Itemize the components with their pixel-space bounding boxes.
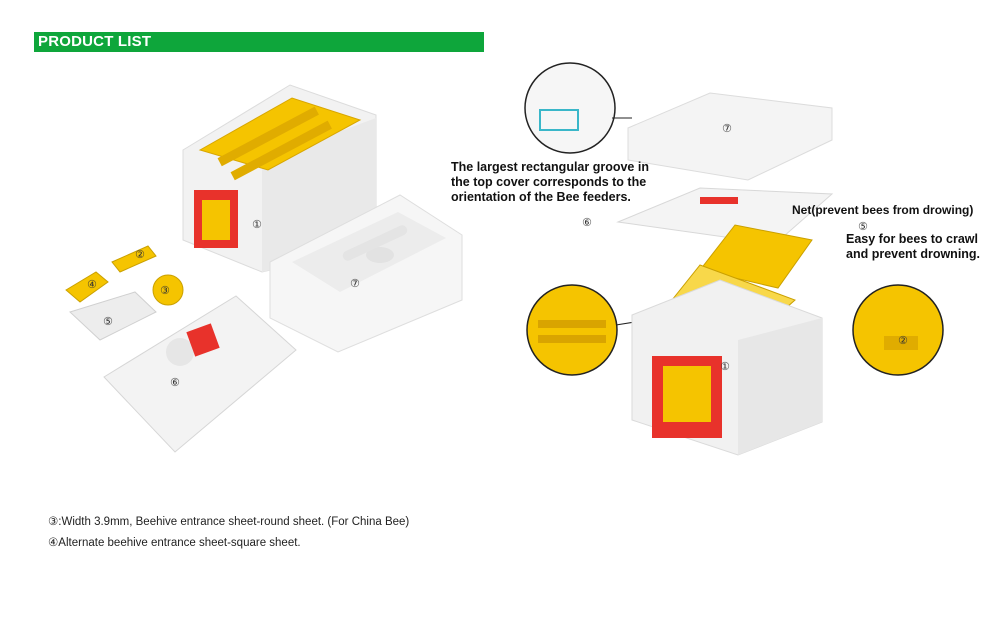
- clear-sheet-left: [103, 295, 297, 453]
- label-3-left: ③: [160, 284, 170, 297]
- label-2-left: ②: [135, 248, 145, 261]
- note-entrance-round: ③:Width 3.9mm, Beehive entrance sheet-ro…: [48, 516, 410, 528]
- section-banner: PRODUCT LIST: [34, 32, 484, 52]
- note-entrance-square: ④Alternate beehive entrance sheet-square…: [48, 537, 301, 549]
- callout-easy: Easy for bees to crawl and prevent drown…: [846, 232, 981, 261]
- label-2-right: ②: [898, 334, 908, 347]
- hive-box-right: [631, 279, 823, 456]
- zoom-circle-entrance: [852, 284, 944, 376]
- banner-title: PRODUCT LIST: [38, 33, 152, 50]
- label-7-left: ⑦: [350, 277, 360, 290]
- callout-net: Net(prevent bees from drowing): [792, 203, 974, 217]
- entrance-sheet-square-2: [111, 245, 157, 273]
- top-cover-left: [269, 194, 463, 353]
- zoom-circle-frames: [526, 284, 661, 376]
- label-5-left: ⑤: [103, 315, 113, 328]
- label-6-right: ⑥: [582, 216, 592, 229]
- zoom-circle-cover: [524, 62, 632, 154]
- hive-box-left: [182, 84, 377, 273]
- label-1-left: ①: [252, 218, 262, 231]
- label-4-left: ④: [87, 278, 97, 291]
- clear-sheet-right: [616, 187, 834, 245]
- label-5-right: ⑤: [858, 220, 868, 233]
- label-7-right: ⑦: [722, 122, 732, 135]
- label-6-left: ⑥: [170, 376, 180, 389]
- label-1-right: ①: [720, 360, 730, 373]
- entrance-sheet-square: [65, 271, 109, 303]
- callout-groove: The largest rectangular groove in the to…: [451, 160, 649, 204]
- net-sheet-left: [69, 291, 157, 341]
- top-cover-right: [627, 92, 833, 181]
- entrance-sheet-round: [152, 274, 184, 306]
